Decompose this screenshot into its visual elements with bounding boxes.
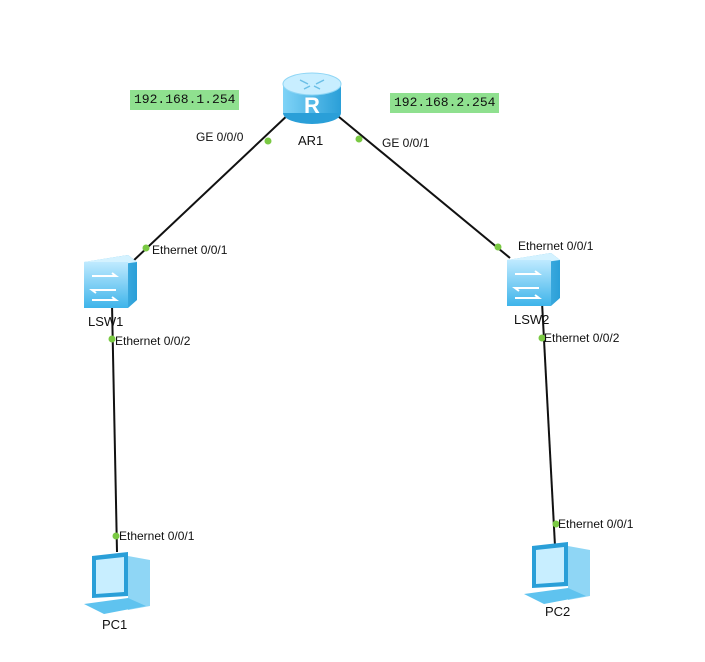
link-lsw2-pc2[interactable] [541, 301, 556, 547]
port-label-lsw1-eth2: Ethernet 0/0/2 [115, 334, 191, 348]
device-name-lsw2: LSW2 [514, 312, 550, 327]
switch-icon[interactable] [507, 253, 560, 306]
port-dot-pc2-eth1[interactable] [552, 520, 560, 528]
port-label-lsw1-eth1: Ethernet 0/0/1 [152, 243, 228, 257]
port-label-lsw2-eth2: Ethernet 0/0/2 [544, 331, 620, 345]
link-ar1-lsw1[interactable] [131, 111, 292, 263]
svg-text:R: R [304, 93, 320, 118]
port-dot-pc1-eth1[interactable] [112, 532, 120, 540]
router-icon[interactable]: R [282, 72, 342, 124]
port-dot-lsw1-eth1[interactable] [142, 244, 150, 252]
port-label-pc1-eth1: Ethernet 0/0/1 [119, 529, 195, 543]
pc-icon[interactable] [524, 542, 590, 604]
port-dot-lsw1-eth2[interactable] [108, 335, 116, 343]
pc-icon[interactable] [84, 552, 150, 614]
link-ar1-lsw2[interactable] [332, 111, 511, 259]
link-lsw1-pc1[interactable] [111, 303, 118, 553]
device-name-lsw1: LSW1 [88, 314, 124, 329]
port-dot-ar1-ge001[interactable] [355, 135, 363, 143]
port-label-ar1-ge000: GE 0/0/0 [196, 130, 244, 144]
device-name-ar1: AR1 [298, 133, 324, 148]
ip-label-right: 192.168.2.254 [390, 93, 500, 113]
port-dot-ar1-ge000[interactable] [264, 137, 272, 145]
port-label-ar1-ge001: GE 0/0/1 [382, 136, 430, 150]
device-name-pc2: PC2 [545, 604, 571, 619]
ip-label-left: 192.168.1.254 [130, 90, 240, 110]
device-name-pc1: PC1 [102, 617, 128, 632]
port-dot-lsw2-eth1[interactable] [494, 243, 502, 251]
port-label-lsw2-eth1: Ethernet 0/0/1 [518, 239, 594, 253]
port-dot-lsw2-eth2[interactable] [538, 334, 546, 342]
port-label-pc2-eth1: Ethernet 0/0/1 [558, 517, 634, 531]
switch-icon[interactable] [84, 255, 137, 308]
